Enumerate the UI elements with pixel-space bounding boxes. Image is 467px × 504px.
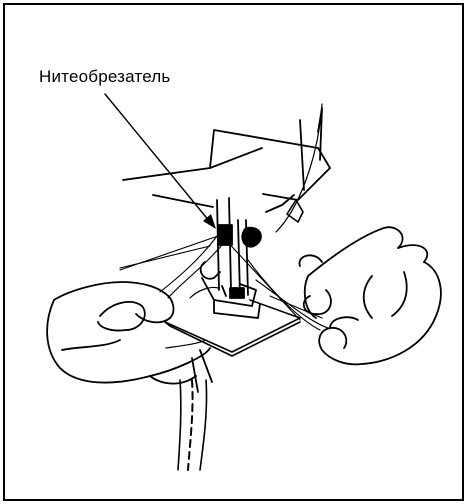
stitched-strip — [178, 380, 207, 470]
left-hand — [47, 282, 212, 392]
callout-arrow — [105, 94, 216, 229]
right-hand — [299, 227, 440, 364]
pulled-threads — [120, 232, 328, 330]
fabric — [165, 300, 300, 356]
upper-thread — [276, 104, 322, 232]
needle-bar — [217, 198, 261, 296]
